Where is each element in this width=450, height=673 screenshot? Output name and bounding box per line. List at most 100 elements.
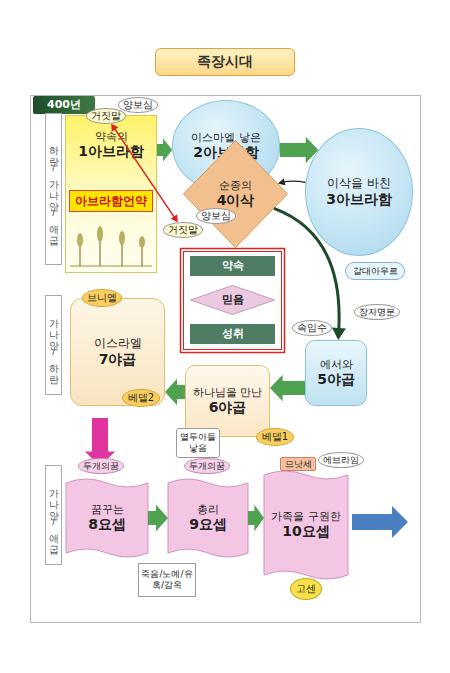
connector	[270, 375, 305, 402]
center-frame-inner	[184, 252, 282, 350]
covenant-band: 아브라함언약	[69, 190, 153, 212]
center-frame	[181, 249, 285, 353]
cloud-label: 갈대아우르	[345, 262, 405, 280]
node-label: 약속	[222, 259, 244, 272]
curved-connector	[282, 181, 306, 182]
node-subtitle: 10요셉	[282, 523, 329, 540]
step-box: 에서와5야곱	[305, 340, 367, 406]
connector	[157, 139, 172, 162]
node-label: 두개의꿈	[189, 461, 225, 472]
block-arrow	[148, 505, 168, 532]
node-label: 장자명분	[359, 307, 395, 318]
speech-bubble: 두개의꿈	[78, 458, 124, 474]
connector	[280, 137, 319, 164]
node-label: 베델1	[262, 431, 288, 443]
node-label: 꿈꾸는	[91, 503, 124, 516]
block-arrow	[248, 505, 264, 532]
block-arrow	[165, 379, 185, 406]
node-label: 믿음	[222, 293, 244, 306]
step-box: 하나님을 만난6야곱	[185, 365, 270, 437]
connector	[165, 379, 185, 406]
exit-arrow	[352, 506, 408, 538]
arrow-head	[111, 124, 118, 132]
place-badge: 고센	[290, 578, 322, 600]
flag-outline	[264, 471, 348, 579]
node-label: 에서와	[320, 358, 353, 371]
note-box: 죽음/노예/유혹/감옥	[138, 563, 196, 597]
faith-diamond: 믿음	[190, 285, 275, 315]
speech-bubble: 거짓말	[163, 222, 203, 238]
place-badge: 브니엘	[82, 289, 122, 307]
straight-connector	[114, 127, 176, 219]
node-subtitle: 8요셉	[88, 516, 126, 533]
flag-outline	[168, 479, 248, 557]
speech-bubble: 거짓말	[86, 108, 126, 124]
node-subtitle: 5야곱	[317, 371, 355, 388]
name-tag: 므낫세	[280, 457, 316, 471]
node-label: 하란/가나안/애굽	[48, 139, 60, 240]
node-subtitle: 1아브라함	[78, 143, 144, 160]
period-tab: 400년	[33, 96, 95, 114]
node-label: 가나안/하란	[48, 312, 60, 379]
place-badge: 베델1	[256, 428, 294, 446]
block-arrow	[85, 418, 115, 466]
node-label: 가족을 구원한	[271, 510, 341, 523]
region-band: 가나안/애굽	[45, 465, 62, 565]
stage-band: 약속	[190, 256, 275, 276]
connector	[248, 505, 264, 532]
region-band: 하란/가나안/애굽	[45, 113, 62, 265]
node-label: 이스마엘 낳은	[191, 131, 261, 144]
node-label: 에브라임	[323, 455, 359, 466]
node-label: 이삭을 바친	[327, 176, 391, 190]
node-label: 베델2	[128, 392, 154, 404]
node-subtitle: 6야곱	[209, 399, 247, 416]
step-circle: 이삭을 바친3아브라함	[305, 128, 413, 256]
node-label: 속임수	[297, 322, 327, 334]
arrow-head	[332, 328, 346, 340]
node-label: 죽음/노예/유혹/감옥	[139, 569, 195, 591]
arrow-head	[171, 214, 178, 222]
step-flag: 꿈꾸는8요셉	[66, 478, 148, 558]
node-subtitle: 9요셉	[189, 516, 227, 533]
block-arrow	[280, 137, 319, 164]
speech-bubble: 두개의꿈	[184, 458, 230, 474]
node-subtitle: 4이삭	[217, 192, 255, 209]
curved-connector	[274, 208, 339, 332]
node-subtitle: 3아브라함	[326, 191, 392, 208]
connector	[148, 505, 168, 532]
connector	[111, 124, 178, 223]
flag-outline	[66, 479, 148, 557]
node-label: 총리	[197, 503, 219, 516]
node-label: 므낫세	[285, 459, 312, 470]
node-label: 아브라함언약	[75, 194, 147, 208]
node-label: 하나님을 만난	[193, 386, 263, 399]
node-label: 두개의꿈	[83, 461, 119, 472]
step-flag: 총리9요셉	[168, 478, 248, 558]
block-arrow	[157, 139, 172, 162]
speech-bubble: 속임수	[292, 320, 332, 336]
speech-bubble: 양보심	[196, 208, 236, 224]
patriarch-box: 약속의1아브라함아브라함언약	[65, 115, 157, 273]
stage-band: 성취	[190, 324, 275, 344]
speech-bubble: 에브라임	[318, 452, 364, 468]
title-box: 족장시대	[155, 48, 295, 76]
connector	[278, 178, 306, 185]
region-band: 가나안/하란	[45, 295, 62, 395]
connector	[274, 208, 346, 340]
node-label: 거짓말	[91, 110, 121, 122]
node-label: 가나안/애굽	[48, 482, 60, 549]
place-badge: 베델2	[122, 389, 160, 407]
arrow-head	[278, 178, 286, 185]
node-label: 고센	[296, 583, 316, 595]
block-arrow	[270, 375, 305, 402]
node-label: 이스라엘	[94, 336, 142, 350]
connector	[85, 418, 115, 466]
speech-bubble: 장자명분	[354, 304, 400, 320]
node-label: 양보심	[201, 210, 231, 222]
node-label: 거짓말	[168, 224, 198, 236]
step-flag: 가족을 구원한10요셉	[264, 470, 348, 580]
node-label: 약속의	[95, 130, 128, 143]
diamond-outline	[191, 286, 275, 315]
node-subtitle: 7야곱	[99, 351, 137, 368]
node-label: 성취	[222, 327, 244, 340]
